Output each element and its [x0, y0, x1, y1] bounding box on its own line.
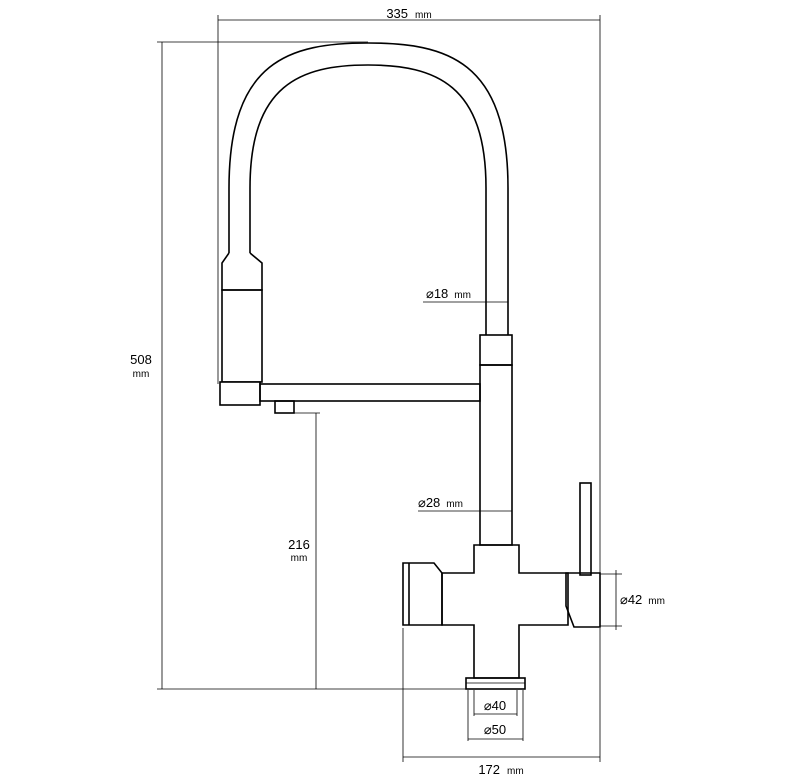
spray-head-nozzle: [219, 381, 261, 406]
dimension-lines: [157, 15, 622, 762]
hose-diameter-label: ⌀18 mm: [426, 285, 471, 302]
overall-height-unit: mm: [133, 369, 150, 380]
aerator: [274, 400, 295, 414]
column-diameter-label: ⌀28 mm: [418, 494, 463, 511]
overall-height-value: 508: [130, 352, 152, 367]
dimension-labels: 335 mm 508 mm 216 mm ⌀18 mm ⌀28 mm ⌀42 m…: [130, 5, 665, 778]
base-inner-diameter-label: ⌀40: [484, 698, 506, 713]
spray-head-taper: [221, 252, 263, 291]
base-ring: [465, 677, 526, 690]
handle-stick: [579, 482, 592, 576]
faucet-outline: [219, 42, 601, 690]
hose-arc-outer: [228, 42, 509, 335]
hose-arc-inner: [249, 64, 487, 335]
spray-head-body: [221, 289, 263, 383]
body-width-label: 172 mm: [478, 761, 523, 778]
right-handle: [565, 572, 601, 628]
spout-height-unit: mm: [291, 553, 308, 564]
base-outer-diameter-label: ⌀50: [484, 722, 506, 737]
left-lever: [402, 562, 443, 626]
handle-diameter-label: ⌀42 mm: [620, 591, 665, 608]
column-upper: [479, 334, 513, 366]
spout-height-value: 216: [288, 537, 310, 552]
column-main: [479, 364, 513, 546]
spout-arm: [259, 383, 481, 402]
faucet-body: [441, 544, 569, 679]
overall-width-label: 335 mm: [386, 5, 431, 22]
